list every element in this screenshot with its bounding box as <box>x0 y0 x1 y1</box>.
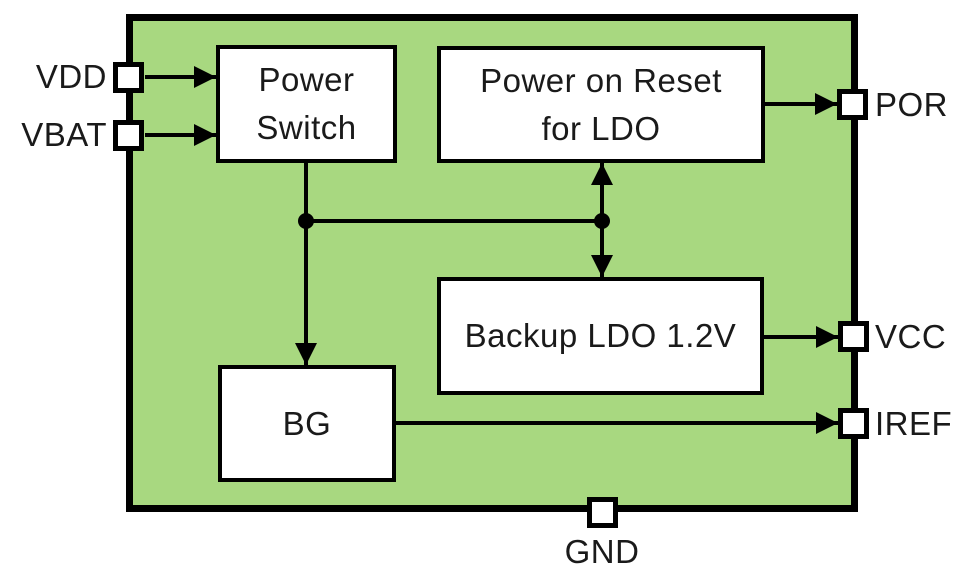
block-power-on-reset-label-line1: Power on Reset <box>480 61 722 99</box>
pin-label-gnd: GND <box>564 533 640 570</box>
pin-label-vcc: VCC <box>875 318 947 355</box>
pin-iref <box>838 408 869 439</box>
block-bandgap: BG <box>218 365 396 482</box>
block-power-on-reset: Power on Reset for LDO <box>437 46 765 163</box>
junction-dot-left <box>298 213 314 229</box>
pin-label-iref: IREF <box>875 405 953 442</box>
pin-label-vdd: VDD <box>35 58 107 95</box>
block-power-on-reset-label-line2: for LDO <box>541 109 661 147</box>
pin-vdd <box>113 62 144 93</box>
pin-gnd <box>587 497 618 528</box>
block-power-switch-label-line1: Power <box>258 61 355 98</box>
block-power-switch: Power Switch <box>216 45 397 163</box>
pin-vcc <box>838 321 869 352</box>
junction-dot-right <box>594 213 610 229</box>
block-backup-ldo: Backup LDO 1.2V <box>437 277 764 395</box>
pin-por <box>837 89 868 120</box>
pin-label-vbat: VBAT <box>21 116 107 153</box>
block-backup-ldo-label: Backup LDO 1.2V <box>464 317 737 354</box>
block-bandgap-label: BG <box>282 404 332 442</box>
block-power-switch-label-line2: Switch <box>256 109 357 146</box>
pin-vbat <box>113 120 144 151</box>
pin-label-por: POR <box>875 86 949 123</box>
